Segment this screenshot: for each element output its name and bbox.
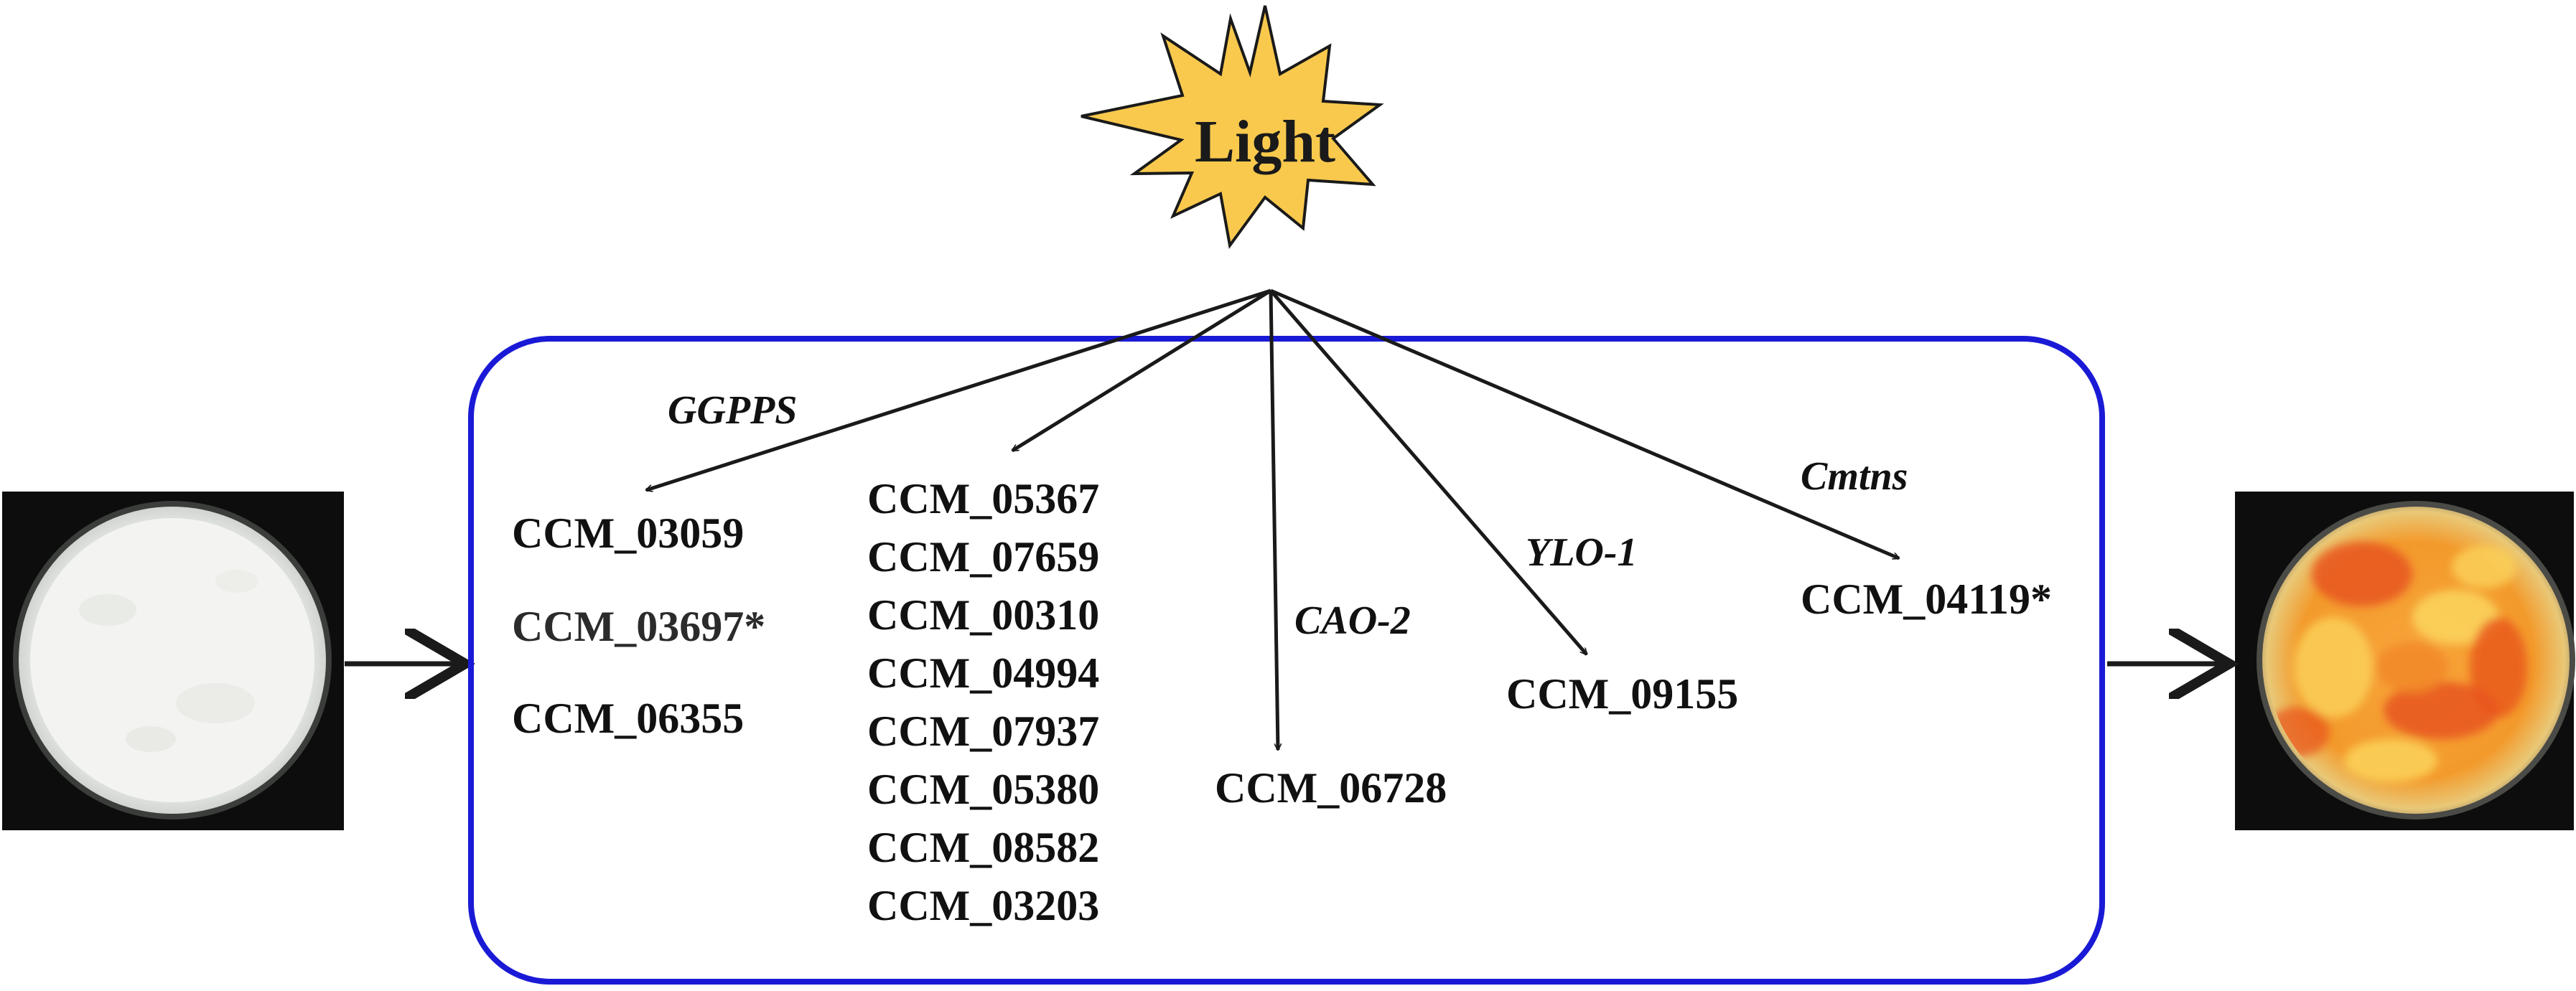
gene-label: CCM_06355 xyxy=(512,695,744,742)
arrow-to-ggpps-genes xyxy=(646,288,1271,490)
gene-label: CCM_03697* xyxy=(512,603,765,650)
gene-label: CCM_04119* xyxy=(1801,576,2052,623)
gene-label: CCM_07659 xyxy=(867,533,1099,581)
gene-label: CCM_03059 xyxy=(512,509,744,557)
gene-label: CCM_04994 xyxy=(867,649,1099,697)
gene-label: CCM_05380 xyxy=(867,766,1099,813)
gene-label: CCM_09155 xyxy=(1506,670,1738,718)
gene-group-cao2: CCM_06728 xyxy=(1215,764,1447,812)
gene-group-ggpps: CCM_03059 CCM_03697* CCM_06355 xyxy=(512,509,765,742)
after-plate-photo xyxy=(2235,492,2575,830)
enzyme-label-cmtns: Cmtns xyxy=(1801,454,1908,499)
enzyme-label-ggpps: GGPPS xyxy=(668,388,797,433)
gene-label: CCM_03203 xyxy=(867,882,1099,929)
gene-label: CCM_05367 xyxy=(867,475,1099,522)
gene-label: CCM_08582 xyxy=(867,824,1099,871)
gene-label: CCM_06728 xyxy=(1215,764,1447,812)
enzyme-label-cao2: CAO-2 xyxy=(1294,598,1411,643)
light-star: Light xyxy=(1081,5,1384,249)
arrow-to-cmtns-genes xyxy=(1270,288,1899,560)
gene-group-cmtns: CCM_04119* xyxy=(1801,576,2052,623)
enzyme-label-ylo1: YLO-1 xyxy=(1526,530,1638,575)
sun-burst-icon xyxy=(1081,5,1384,249)
before-plate-photo xyxy=(2,492,344,830)
branch-arrows xyxy=(646,288,1899,750)
gene-group-unlabeled: CCM_05367 CCM_07659 CCM_00310 CCM_04994 … xyxy=(867,475,1099,929)
light-label: Light xyxy=(1195,108,1335,175)
gene-group-ylo1: CCM_09155 xyxy=(1506,670,1738,718)
gene-label: CCM_07937 xyxy=(867,708,1099,755)
pathway-box xyxy=(468,336,2105,985)
gene-label: CCM_00310 xyxy=(867,591,1099,639)
arrow-to-unlabeled-genes xyxy=(1012,288,1272,453)
arrow-to-ylo1-genes xyxy=(1269,289,1588,654)
arrow-to-cao2-genes xyxy=(1269,290,1278,750)
